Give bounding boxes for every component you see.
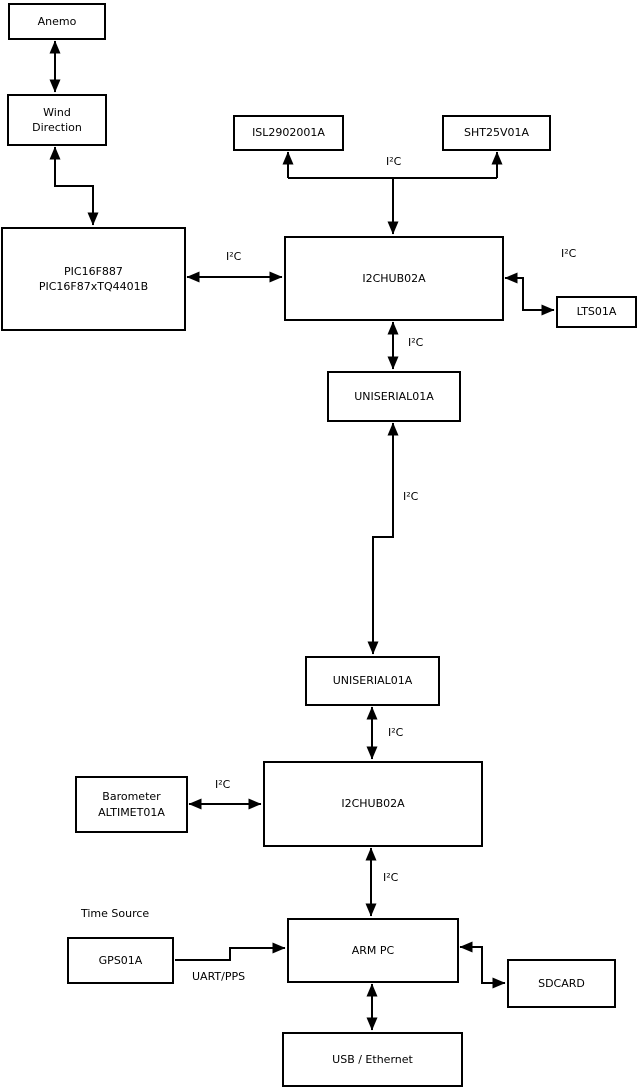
node-isl2902001a: ISL2902001A <box>233 115 344 151</box>
node-uniserial01a-lower: UNISERIAL01A <box>305 656 440 706</box>
node-usb-ethernet: USB / Ethernet <box>282 1032 463 1087</box>
edge-uniserial1-uniserial2 <box>367 422 399 655</box>
label-i2c-hub1-lts: I²C <box>561 247 577 260</box>
label-i2c-uniserial-link: I²C <box>403 490 419 503</box>
label-i2c-barometer-hub2: I²C <box>215 778 231 791</box>
node-sdcard: SDCARD <box>507 959 616 1008</box>
edge-gps-armpc <box>175 942 286 961</box>
node-gps01a: GPS01A <box>67 937 174 984</box>
label-i2c-uniserial2-hub2: I²C <box>388 726 404 739</box>
node-wind-direction: Wind Direction <box>7 94 107 146</box>
node-uniserial01a-upper: UNISERIAL01A <box>327 371 461 422</box>
node-arm-pc: ARM PC <box>287 918 459 983</box>
node-i2chub02a-lower: I2CHUB02A <box>263 761 483 847</box>
label-i2c-hub2-armpc: I²C <box>383 871 399 884</box>
label-i2c-pic-hub1: I²C <box>226 250 242 263</box>
edge-armpc-sdcard <box>459 941 506 989</box>
label-i2c-top-bus: I²C <box>386 155 402 168</box>
node-anemo: Anemo <box>8 3 106 40</box>
label-uart-pps: UART/PPS <box>192 970 246 983</box>
node-i2chub02a-upper: I2CHUB02A <box>284 236 504 321</box>
edge-hub1-lts <box>504 272 555 316</box>
node-lts01a: LTS01A <box>556 296 637 328</box>
node-sht25v01a: SHT25V01A <box>442 115 551 151</box>
edge-wind-pic <box>49 146 99 226</box>
label-i2c-hub1-uniserial1: I²C <box>408 336 424 349</box>
node-barometer-altimet01a: Barometer ALTIMET01A <box>75 776 188 833</box>
node-pic16f887: PIC16F887 PIC16F87xTQ4401B <box>1 227 186 331</box>
label-time-source: Time Source <box>81 907 150 920</box>
